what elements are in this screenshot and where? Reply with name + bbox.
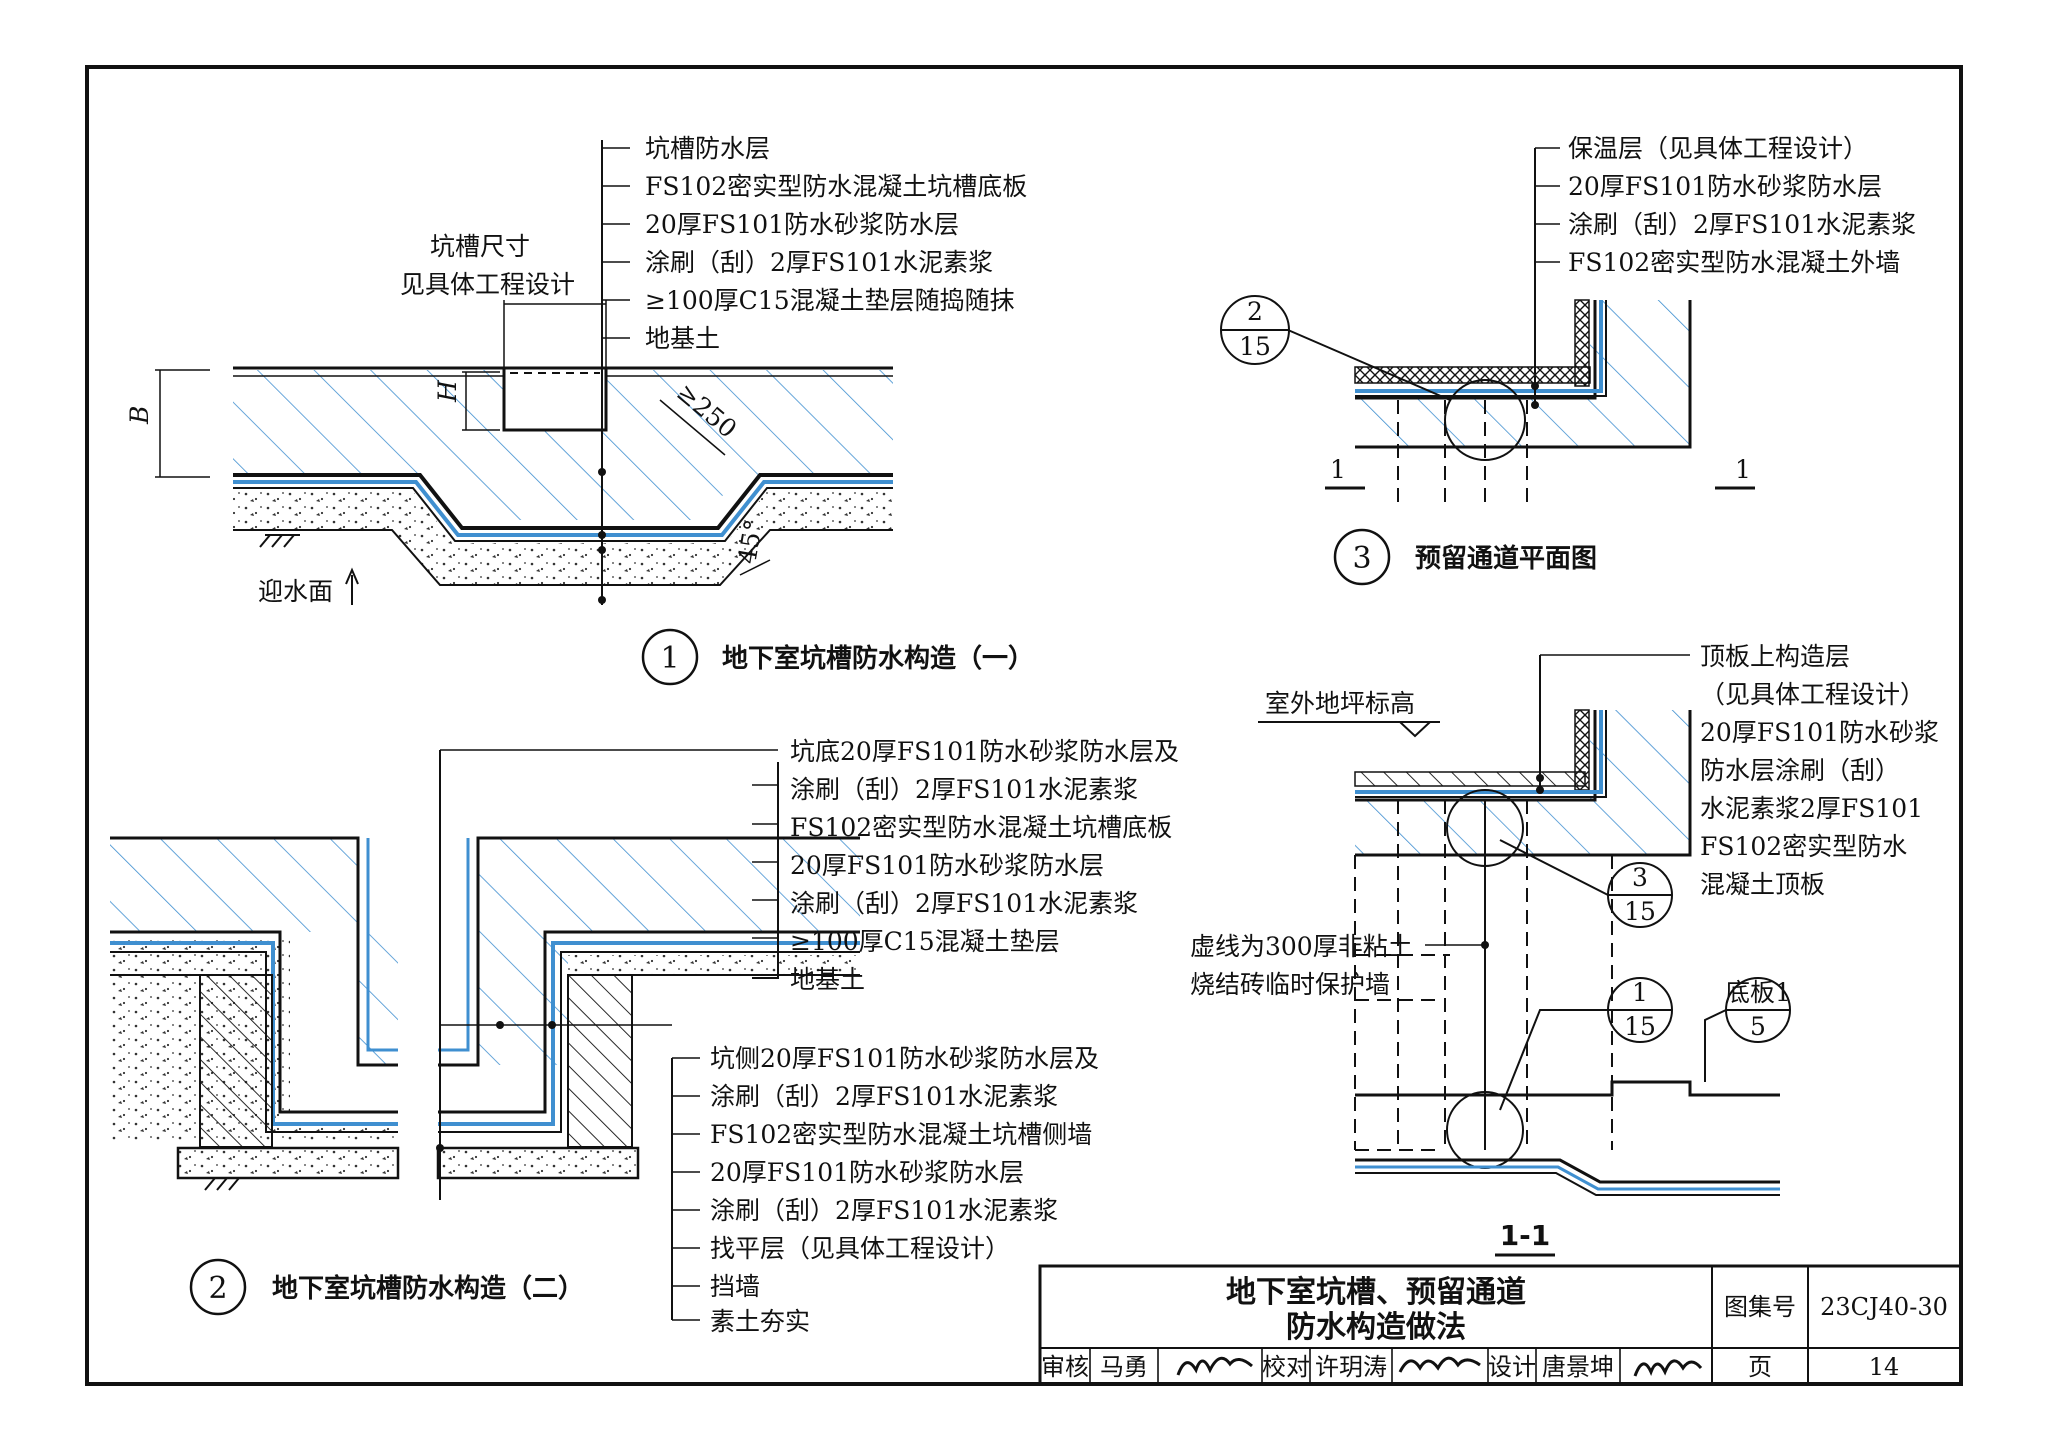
ref1-bottom: 15 xyxy=(1624,1012,1656,1041)
s11-caption: 1-1 xyxy=(1500,1219,1551,1252)
d2-caption-no: 2 xyxy=(208,1271,227,1306)
ref3-top: 3 xyxy=(1632,863,1648,892)
designer-signature xyxy=(1633,1359,1703,1377)
d3-callout-2: 涂刷（刮）2厚FS101水泥素浆 xyxy=(1568,210,1916,239)
s11-callout-4: 水泥素浆2厚FS101 xyxy=(1700,794,1923,823)
d1-caption-no: 1 xyxy=(660,641,679,676)
ref3-bottom: 15 xyxy=(1624,897,1656,926)
slab-concrete xyxy=(233,370,893,520)
d3-ref-bottom: 15 xyxy=(1239,332,1271,361)
d1-callout-3: 涂刷（刮）2厚FS101水泥素浆 xyxy=(645,248,993,277)
d1-callout-2: 20厚FS101防水砂浆防水层 xyxy=(645,210,959,239)
tb-design-label: 设计 xyxy=(1488,1353,1536,1381)
tb-reviewer: 马勇 xyxy=(1100,1353,1148,1381)
d2-caption-circle xyxy=(189,1258,247,1316)
d2-bot-6: 挡墙 xyxy=(710,1272,760,1301)
dashed-note-1: 虚线为300厚非粘土 xyxy=(1190,932,1413,961)
cushion-layer xyxy=(233,490,893,585)
d2-top-6: 地基土 xyxy=(790,965,865,994)
d2-bot-5: 找平层（见具体工程设计） xyxy=(710,1234,1010,1263)
ground-level-label: 室外地坪标高 xyxy=(1265,689,1415,718)
ref1-top: 1 xyxy=(1632,978,1648,1007)
d3-callout-0: 保温层（见具体工程设计） xyxy=(1568,134,1868,163)
d3-callout-1: 20厚FS101防水砂浆防水层 xyxy=(1568,172,1882,201)
d3-caption-circle xyxy=(1333,528,1391,586)
d2-top-4: 涂刷（刮）2厚FS101水泥素浆 xyxy=(790,889,1138,918)
d3-callout-3: FS102密实型防水混凝土外墙 xyxy=(1568,248,1900,277)
ref-floor-top: 底板1 xyxy=(1725,978,1791,1007)
tb-designer: 唐景坤 xyxy=(1542,1353,1614,1381)
tb-page-label: 页 xyxy=(1748,1353,1772,1381)
d2-top-5: ≥100厚C15混凝土垫层 xyxy=(790,927,1060,956)
dim-b: B xyxy=(125,406,154,425)
pit-size-note-1: 坑槽尺寸 xyxy=(430,232,530,261)
checker-signature xyxy=(1398,1356,1481,1373)
pit-box xyxy=(502,366,608,432)
dim-h: H xyxy=(433,379,462,403)
tb-title-line1: 地下室坑槽、预留通道 xyxy=(1226,1275,1526,1310)
s11-callout-3: 防水层涂刷（刮） xyxy=(1700,756,1900,785)
water-face-label: 迎水面 xyxy=(258,577,333,606)
d2-bot-1: 涂刷（刮）2厚FS101水泥素浆 xyxy=(710,1082,1058,1111)
d1-caption: 地下室坑槽防水构造（一） xyxy=(722,643,1034,674)
d2-top-0: 坑底20厚FS101防水砂浆防水层及 xyxy=(790,737,1179,766)
d2-bot-2: FS102密实型防水混凝土坑槽侧墙 xyxy=(710,1120,1092,1149)
ref-floor-bottom: 5 xyxy=(1750,1012,1766,1041)
s11-callout-5: FS102密实型防水 xyxy=(1700,832,1907,861)
d2-bot-0: 坑侧20厚FS101防水砂浆防水层及 xyxy=(710,1044,1099,1073)
d2-bot-3: 20厚FS101防水砂浆防水层 xyxy=(710,1158,1024,1187)
tb-page-no: 14 xyxy=(1869,1353,1900,1381)
d1-callout-4: ≥100厚C15混凝土垫层随捣随抹 xyxy=(645,286,1015,315)
d3-section-left: 1 xyxy=(1330,455,1346,484)
detail-1: B H ≥250 45° 迎水面 坑槽防水层 FS102密实型防水混凝土坑槽底板… xyxy=(125,134,1034,686)
d2-bot-7: 素土夯实 xyxy=(710,1307,810,1336)
d1-callout-0: 坑槽防水层 xyxy=(645,134,770,163)
d3-caption: 预留通道平面图 xyxy=(1415,543,1597,574)
section-1-1: 室外地坪标高 顶板上构造层 （见具体工程设计） 20厚FS101防水砂浆 防水层… xyxy=(1190,642,1939,1257)
dashed-note-2: 烧结砖临时保护墙 xyxy=(1190,970,1390,999)
d2-caption: 地下室坑槽防水构造（二） xyxy=(272,1273,584,1304)
d2-top-1: 涂刷（刮）2厚FS101水泥素浆 xyxy=(790,775,1138,804)
dim-45: 45° xyxy=(732,517,768,566)
tb-checker: 许玥涛 xyxy=(1315,1353,1387,1381)
tb-review-label: 审核 xyxy=(1041,1353,1089,1381)
d2-top-2: FS102密实型防水混凝土坑槽底板 xyxy=(790,813,1172,842)
s11-callout-0: 顶板上构造层 xyxy=(1700,642,1850,671)
tb-title-line2: 防水构造做法 xyxy=(1286,1310,1466,1345)
reviewer-signature xyxy=(1176,1356,1253,1376)
tb-check-label: 校对 xyxy=(1262,1353,1310,1381)
d2-top-3: 20厚FS101防水砂浆防水层 xyxy=(790,851,1104,880)
title-block: 地下室坑槽、预留通道 防水构造做法 图集号 23CJ40-30 页 14 审核 … xyxy=(1038,1264,1963,1386)
d3-caption-no: 3 xyxy=(1352,541,1371,576)
s11-callout-2: 20厚FS101防水砂浆 xyxy=(1700,718,1939,747)
s11-callout-1: （见具体工程设计） xyxy=(1700,680,1925,709)
s11-callout-6: 混凝土顶板 xyxy=(1700,870,1825,899)
detail-2: 坑底20厚FS101防水砂浆防水层及 涂刷（刮）2厚FS101水泥素浆 FS10… xyxy=(110,737,1179,1336)
tb-atlas-label: 图集号 xyxy=(1724,1293,1796,1321)
d3-ref-top: 2 xyxy=(1247,297,1263,326)
d3-section-right: 1 xyxy=(1735,455,1751,484)
detail-3: 1 1 2 15 保温层（见具体工程设计） 20厚FS101防水砂浆防水层 涂刷… xyxy=(1220,134,1916,586)
tb-atlas-no: 23CJ40-30 xyxy=(1820,1293,1948,1321)
d2-bot-4: 涂刷（刮）2厚FS101水泥素浆 xyxy=(710,1196,1058,1225)
sheet-frame xyxy=(85,65,1963,1386)
d1-caption-circle xyxy=(641,628,699,686)
d1-callout-5: 地基土 xyxy=(645,324,720,353)
pit-size-note-2: 见具体工程设计 xyxy=(400,270,575,299)
d1-callout-1: FS102密实型防水混凝土坑槽底板 xyxy=(645,172,1027,201)
